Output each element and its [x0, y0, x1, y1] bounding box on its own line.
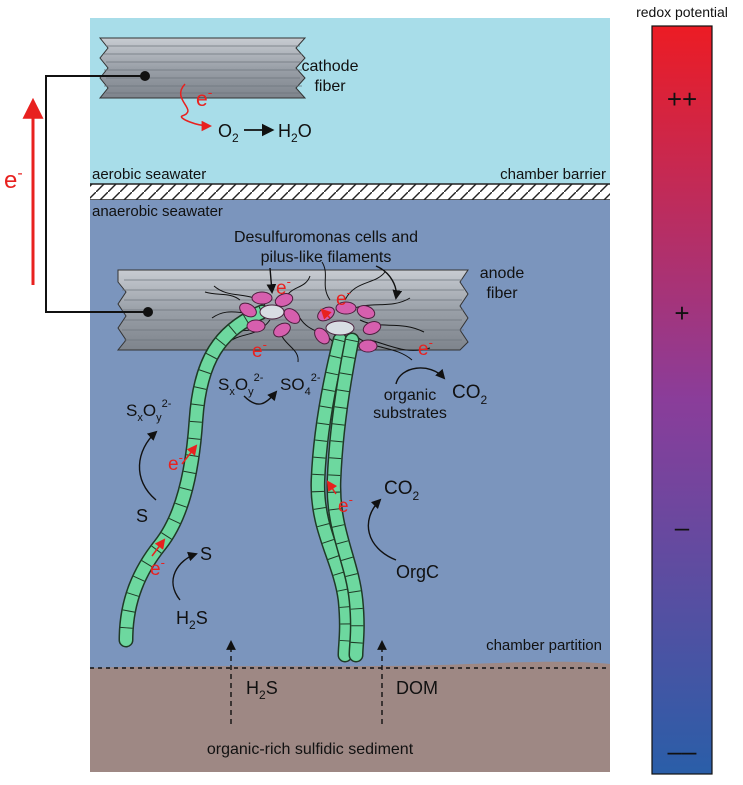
redox-tick-plusplus: ++ [667, 84, 697, 114]
cathode-label-line1: cathode [302, 58, 359, 75]
co2-anode-label: CO2 [452, 382, 488, 407]
left-electron-arrow-1 [181, 444, 198, 465]
right-electron-arrow [326, 480, 338, 495]
h2s-to-s-arrow [172, 551, 198, 601]
sxoy-to-so4-arrow [243, 390, 278, 405]
organic-substrates-line2: substrates [373, 405, 447, 422]
anode-electron-label-3: e- [252, 337, 267, 362]
orgc-to-co2-arrow [367, 498, 397, 561]
chamber-barrier-label: chamber barrier [500, 166, 606, 183]
co2-right-label: CO2 [384, 478, 420, 503]
desulfuromonas-label-line1: Desulfuromonas cells and [234, 229, 418, 246]
chamber-barrier-hatch-lines [90, 184, 610, 200]
cathode-electron-arrow [179, 83, 213, 132]
chamber-partition-label: chamber partition [486, 637, 602, 654]
anaerobic-seawater-label: anaerobic seawater [92, 203, 223, 220]
electron-flow-label: e- [4, 165, 23, 194]
sxoy-anode-label: SxOy2- [218, 372, 264, 398]
anode-label-line1: anode [480, 265, 525, 282]
s-to-sxoy-arrow [138, 430, 158, 501]
filament-left [118, 304, 270, 648]
desulfuromonas-cells [239, 291, 382, 353]
h2s-left-label: H2S [176, 608, 208, 632]
redox-tick-minus: – [675, 512, 690, 542]
anode-label-line2: fiber [486, 285, 518, 302]
s-lower-label: S [200, 544, 212, 564]
cathode-electron-label: e- [196, 84, 213, 111]
desulfuromonas-label-line2: pilus-like filaments [261, 249, 392, 266]
left-electron-arrow-2 [151, 538, 166, 557]
redox-potential-bar [651, 25, 713, 775]
anode-electron-label-2: e- [336, 285, 351, 310]
left-electron-label-2: e- [150, 555, 165, 580]
sediment-region [90, 661, 610, 772]
redox-tick-minusminus: –– [668, 736, 697, 766]
desulfuromonas-pointer-right [375, 265, 403, 300]
anode-electron-label-4: e- [418, 335, 433, 360]
cathode-label-line2: fiber [314, 78, 346, 95]
so4-label: SO42- [280, 372, 321, 398]
circuit-wire [45, 75, 148, 313]
anode-electron-label-1: e- [276, 274, 291, 299]
organic-to-co2-arrow [395, 367, 446, 385]
aerobic-seawater-label: aerobic seawater [92, 166, 206, 183]
s-left-label: S [136, 506, 148, 526]
anode-electron-arrow-2 [320, 308, 332, 320]
sxoy-left-label: SxOy2- [126, 398, 172, 424]
cathode-h2o-label: H2O [278, 121, 312, 145]
h2s-sediment-label: H2S [246, 678, 278, 702]
redox-tick-plus: + [674, 298, 689, 328]
organic-substrates-line1: organic [384, 387, 436, 404]
desulfuromonas-pointer-left [266, 267, 277, 294]
redox-title: redox potential [636, 4, 728, 20]
left-electron-label-1: e- [168, 450, 183, 475]
sediment-label: organic-rich sulfidic sediment [207, 741, 414, 758]
dom-label: DOM [396, 678, 438, 698]
cathode-fiber [98, 37, 307, 99]
filament-right [310, 332, 365, 663]
orgc-label: OrgC [396, 562, 439, 582]
right-electron-label: e- [338, 492, 353, 517]
cathode-o2-label: O2 [218, 121, 239, 145]
